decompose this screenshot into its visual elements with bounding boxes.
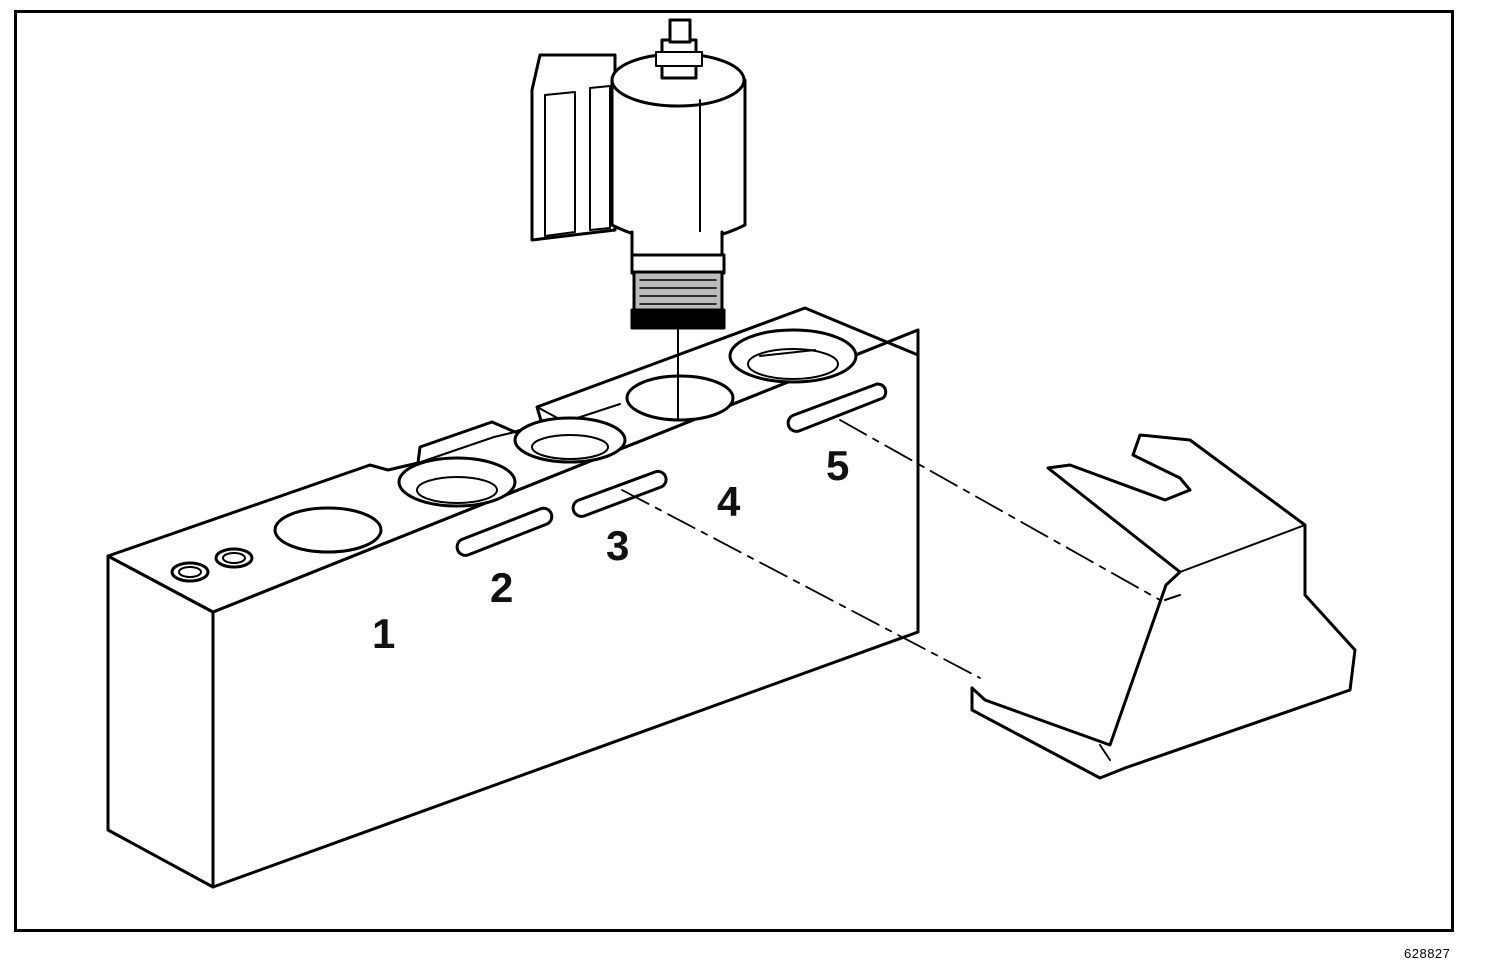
label-1: 1 bbox=[372, 610, 395, 657]
bracket-icon bbox=[970, 433, 1357, 780]
label-5: 5 bbox=[826, 442, 849, 489]
bore-4 bbox=[625, 374, 735, 422]
label-4: 4 bbox=[717, 478, 741, 525]
figure-code: 628827 bbox=[1404, 946, 1451, 961]
label-3: 3 bbox=[606, 522, 629, 569]
slot-a bbox=[455, 506, 554, 557]
valve-body-icon bbox=[106, 306, 920, 889]
bore-1 bbox=[273, 506, 383, 554]
slot-b bbox=[571, 469, 668, 518]
figure-border bbox=[14, 10, 1454, 932]
slot-c bbox=[786, 382, 888, 433]
label-2: 2 bbox=[490, 564, 513, 611]
alignment-lines bbox=[621, 419, 1161, 679]
solenoid-icon bbox=[530, 18, 747, 419]
